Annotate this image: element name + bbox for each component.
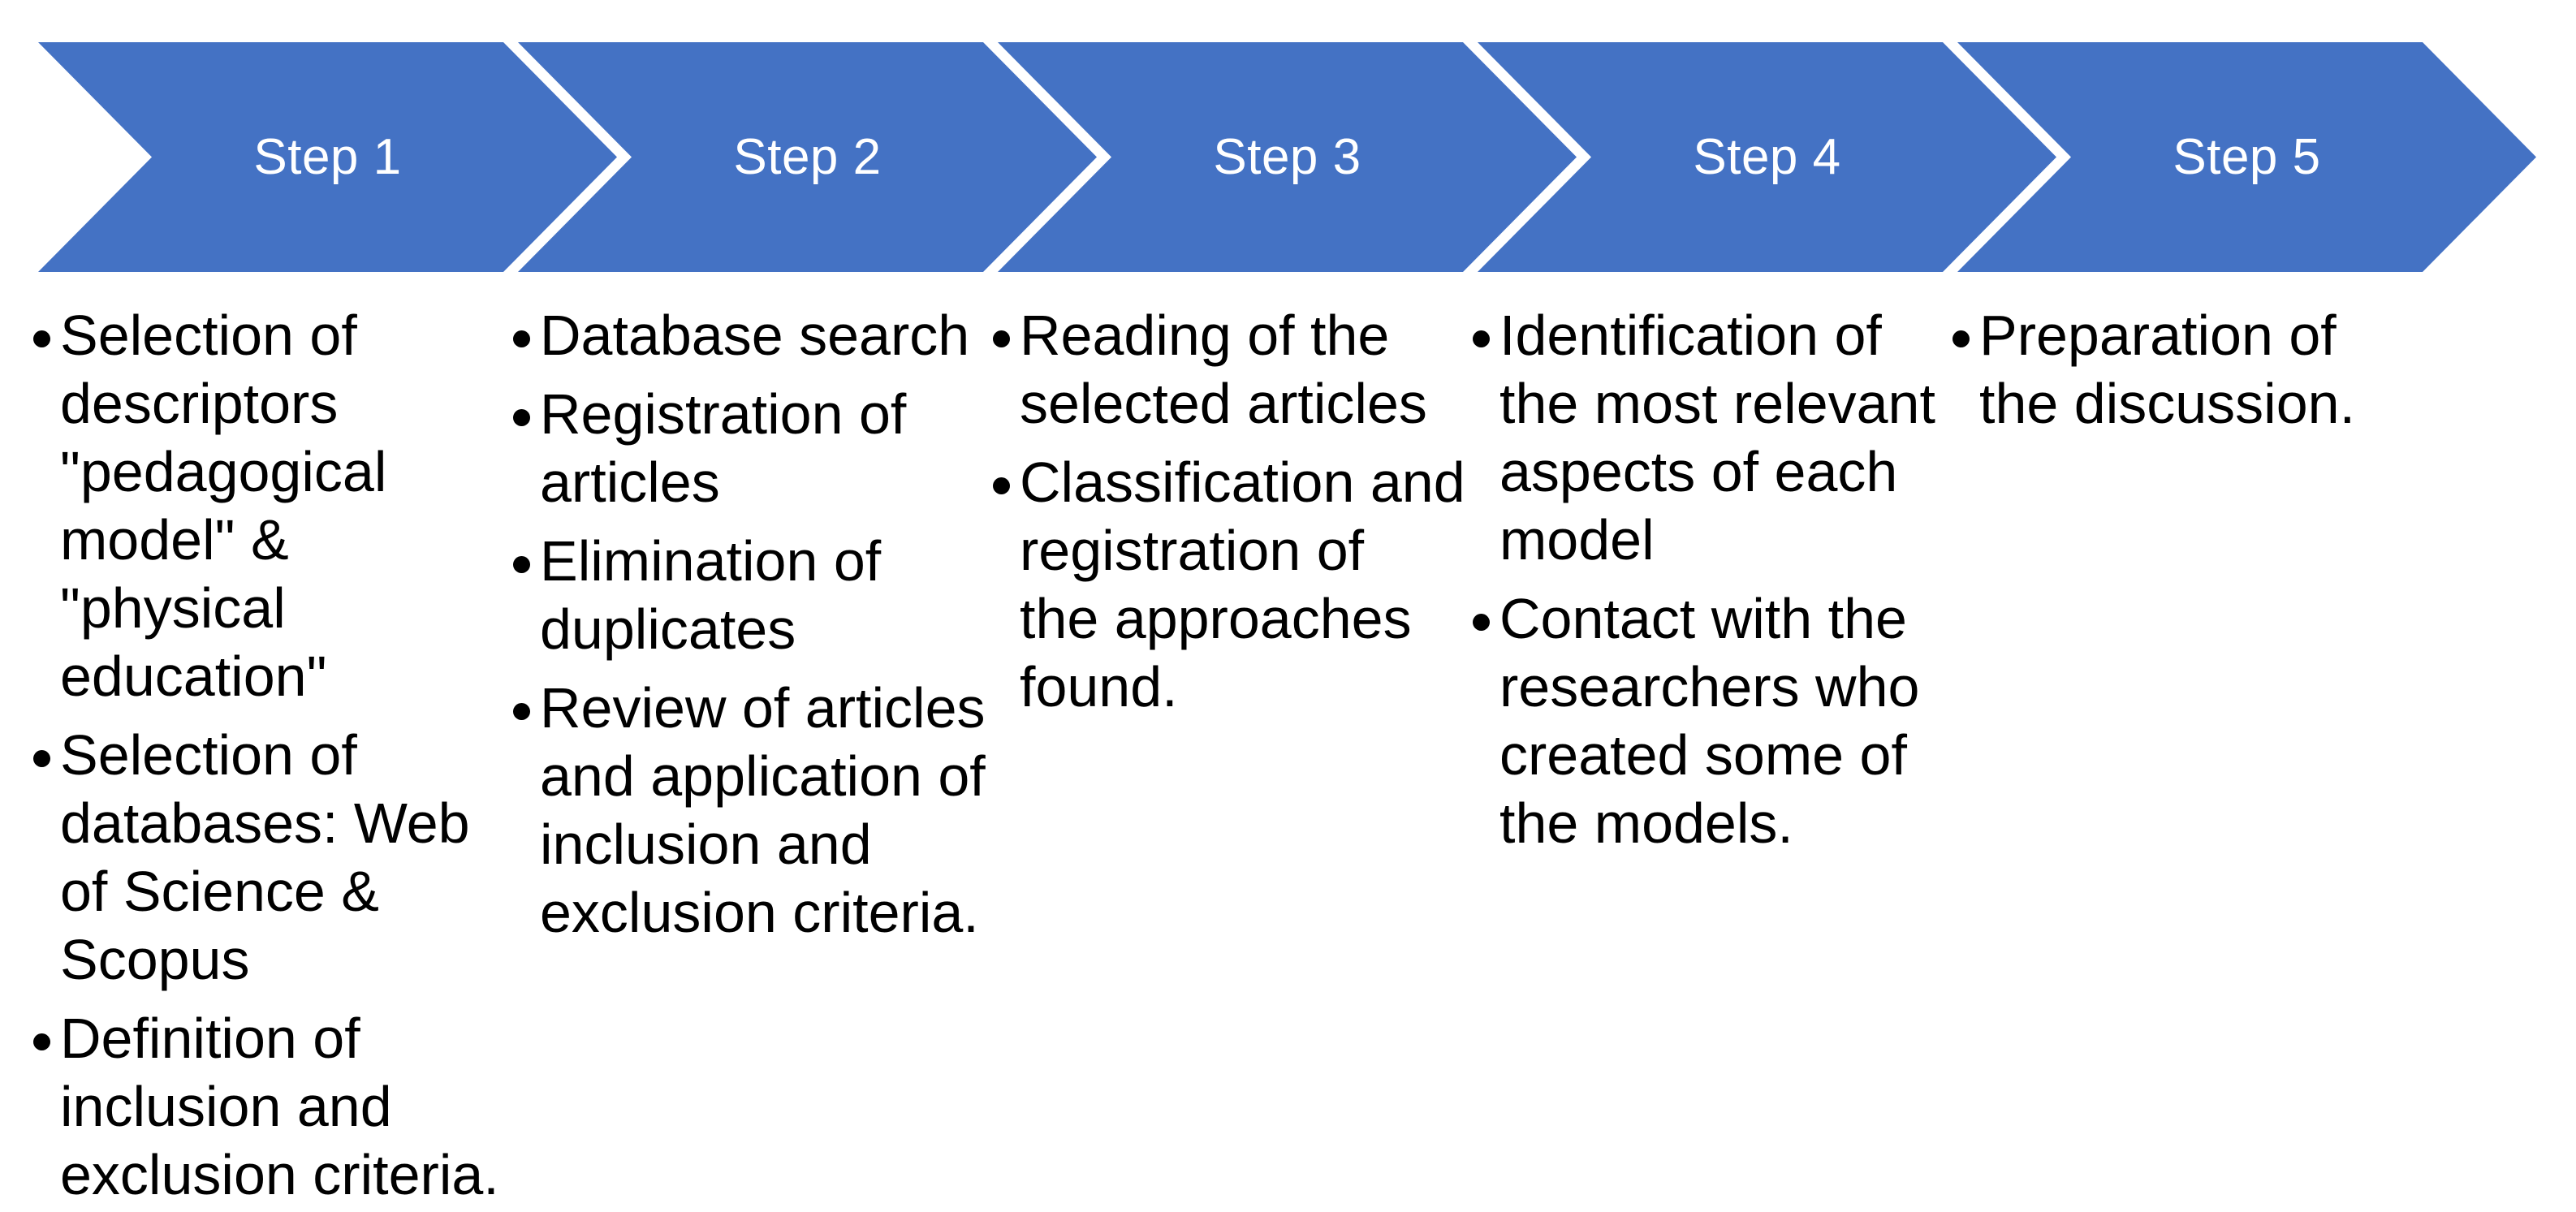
chevron-arrow-shape (998, 42, 1577, 272)
chevron-step-3: Step 3 (998, 42, 1577, 272)
bullet-dot (513, 703, 530, 720)
bullet-dot (993, 330, 1010, 347)
chevron-arrow-shape (38, 42, 617, 272)
bullet-dot (1473, 330, 1490, 347)
bullet-dot (33, 750, 50, 767)
step-label: Step 4 (1693, 129, 1841, 185)
chevron-step-5: Step 5 (1957, 42, 2536, 272)
chevron-step-2: Step 2 (518, 42, 1097, 272)
chevron-arrow-shape (518, 42, 1097, 272)
bullet-dot (993, 477, 1010, 494)
bullet-dot (33, 1033, 50, 1050)
step-label: Step 3 (1213, 129, 1361, 185)
chevron-step-1: Step 1 (38, 42, 617, 272)
bullet-dot (513, 556, 530, 573)
chevron-arrow-polygon (38, 42, 617, 272)
bullet-dot (33, 330, 50, 347)
step-label: Step 5 (2173, 129, 2321, 185)
bullet-item: Database search (513, 301, 994, 369)
chevron-band: Step 1 Step 2 Step 3 Step 4 Step 5 (0, 42, 2576, 272)
chevron-arrow-polygon (518, 42, 1097, 272)
chevron-arrow-polygon (998, 42, 1577, 272)
step-label: Step 2 (733, 129, 882, 185)
bullet-dot (513, 409, 530, 426)
chevron-arrow-shape (1957, 42, 2536, 272)
chevron-arrow-polygon (1957, 42, 2536, 272)
bullet-dot (1952, 330, 1970, 347)
chevron-arrow-shape (1478, 42, 2056, 272)
step-label: Step 1 (253, 129, 402, 185)
chevron-step-4: Step 4 (1478, 42, 2056, 272)
bullet-dot (513, 330, 530, 347)
bullet-dot (1473, 614, 1490, 631)
chevron-arrow-polygon (1478, 42, 2056, 272)
